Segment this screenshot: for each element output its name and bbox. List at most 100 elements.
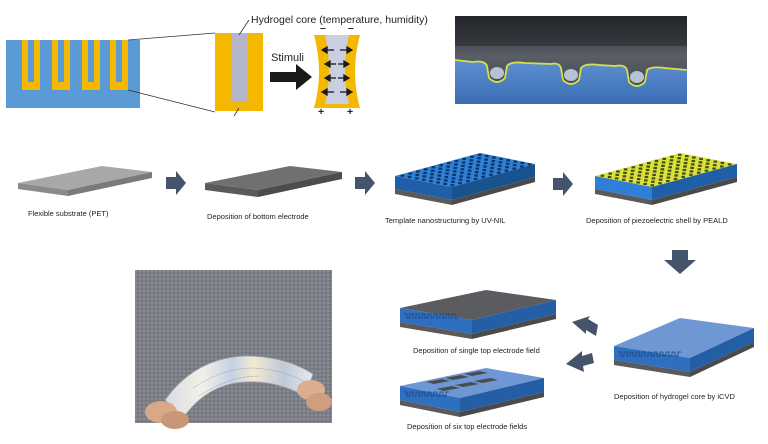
nano-hole [670,156,674,158]
step6-label: Deposition of single top electrode field [413,346,540,355]
nano-hole [645,176,649,178]
nano-hole [492,160,496,162]
nano-hole [482,172,486,174]
nano-hole [630,177,634,179]
nano-hole [655,160,659,162]
nano-hole [432,166,436,168]
step2-label: Deposition of bottom electrode [207,212,309,221]
step5-slab [614,318,754,377]
flow-arrow-1 [166,171,186,195]
nano-hole [469,163,473,165]
nano-hole [415,177,419,179]
nano-hole [662,158,666,160]
nano-hole [692,156,696,158]
nano-hole [647,162,651,164]
nano-hole [630,173,634,175]
nano-hole [652,177,656,179]
nano-hole [676,168,680,170]
step5-label: Deposition of hydrogel core by iCVD [614,392,735,401]
nano-hole [477,157,481,159]
nano-hole [677,157,681,159]
nano-hole [462,161,466,163]
nano-hole [691,163,695,165]
nano-hole [431,170,435,172]
nano-hole [677,161,681,163]
nano-hole [651,184,655,186]
nano-hole [521,162,525,164]
nano-hole [608,176,612,178]
nano-hole [477,161,481,163]
nano-hole [459,179,463,181]
nano-hole [643,183,647,185]
nano-hole [667,177,671,179]
nano-hole [458,182,462,184]
nano-hole [513,164,517,166]
nano-hole [699,158,703,160]
nano-hole [674,174,678,176]
nano-hole [423,172,427,174]
nano-hole [661,165,665,167]
nano-hole [505,170,509,172]
nano-hole [653,170,657,172]
nano-hole [446,169,450,171]
nano-hole [698,168,702,170]
nano-hole [474,178,478,180]
nano-hole [681,176,685,178]
nano-hole [439,168,443,170]
nano-hole [706,159,710,161]
nano-hole [468,166,472,168]
nano-hole [467,177,471,179]
nano-hole [728,163,732,165]
nano-hole [424,168,428,170]
step7-slab [400,368,544,417]
step6-slab [400,290,556,339]
nano-hole [684,162,688,164]
nano-hole [660,172,664,174]
flow-arrow-2 [355,171,375,195]
flow-arrow-3 [553,172,573,196]
nano-hole [668,166,672,168]
nano-hole [408,176,412,178]
nano-hole [505,166,509,168]
nano-hole [422,179,426,181]
nano-hole [629,180,633,182]
nano-hole [666,180,670,182]
nano-hole [658,182,662,184]
step2-slab [205,166,342,197]
step3-label: Template nanostructuring by UV-NIL [385,216,505,225]
nano-hole [623,172,627,174]
nano-hole [475,171,479,173]
nano-hole [483,165,487,167]
device-photo [135,270,332,423]
nano-hole [474,174,478,176]
nano-hole [430,177,434,179]
nano-hole [481,176,485,178]
nano-hole [637,178,641,180]
nano-hole [499,161,503,163]
nano-hole [498,168,502,170]
step4-slab [595,153,737,205]
nano-hole [692,160,696,162]
nano-hole [632,166,636,168]
nano-hole [466,180,470,182]
nano-hole [512,168,516,170]
nano-hole [654,167,658,169]
nano-hole [437,178,441,180]
nano-hole [461,168,465,170]
nano-hole [506,159,510,161]
nano-hole [485,155,489,157]
nano-hole [705,166,709,168]
nano-hole [638,175,642,177]
nano-hole [669,163,673,165]
nano-hole [490,170,494,172]
nano-hole [668,170,672,172]
nano-hole [497,172,501,174]
nano-hole [462,158,466,160]
nano-hole [452,174,456,176]
nano-hole [720,165,724,167]
nano-hole [616,170,620,172]
nano-hole [712,168,716,170]
nano-hole [624,168,628,170]
nano-hole [514,161,518,163]
nano-hole [470,156,474,158]
